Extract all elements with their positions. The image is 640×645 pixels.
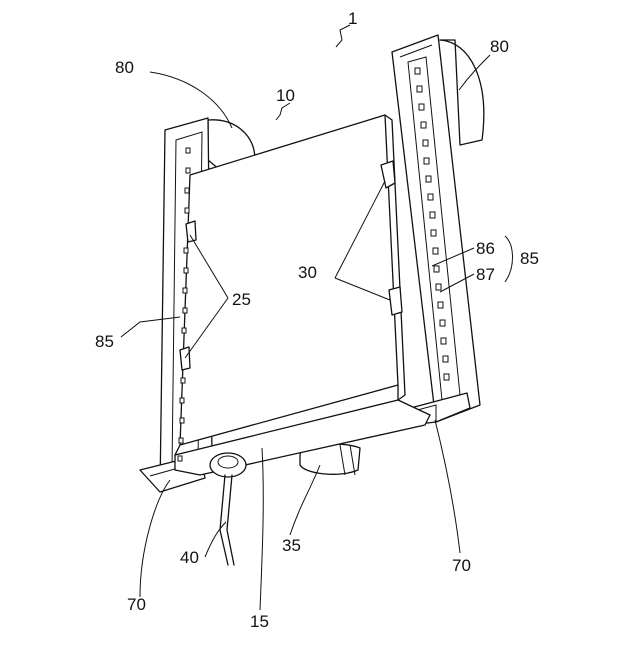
label-right-clips: 30 xyxy=(298,263,317,282)
label-mount-right: 80 xyxy=(490,37,509,56)
label-cover: 87 xyxy=(476,265,495,284)
cable-grommet xyxy=(210,453,246,477)
label-left-clips: 25 xyxy=(232,290,251,309)
label-panel: 10 xyxy=(276,86,295,105)
label-led: 86 xyxy=(476,239,495,258)
label-foot: 35 xyxy=(282,536,301,555)
label-strip-right: 85 xyxy=(520,249,539,268)
label-housing: 15 xyxy=(250,612,269,631)
label-end-cap-left: 70 xyxy=(127,595,146,614)
cable xyxy=(220,475,234,565)
label-device: 1 xyxy=(348,9,357,28)
label-strip-left: 85 xyxy=(95,332,114,351)
label-cable: 40 xyxy=(180,548,199,567)
label-mount-left: 80 xyxy=(115,58,134,77)
label-end-cap-right: 70 xyxy=(452,556,471,575)
